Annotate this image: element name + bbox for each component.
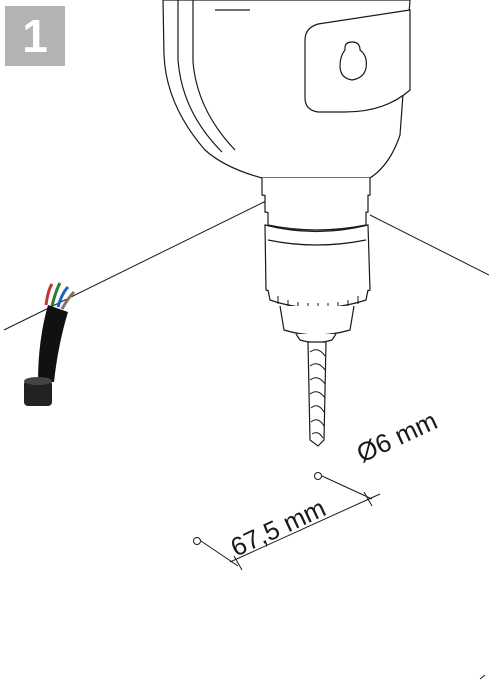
hole-spacing-label: 67,5 mm — [226, 492, 330, 562]
drill-hole-markers — [193, 472, 322, 545]
wall-corner-lines — [3, 199, 489, 331]
power-drill-icon — [162, 0, 411, 447]
hole-diameter-label: Ø6 mm — [352, 405, 442, 468]
drill-hole-left — [193, 537, 201, 545]
corner-mark — [479, 674, 486, 680]
cable-icon — [24, 282, 76, 406]
drill-hole-right — [314, 472, 322, 480]
step-number-badge: 1 — [5, 6, 65, 66]
spacing-dimension-line — [200, 475, 381, 571]
